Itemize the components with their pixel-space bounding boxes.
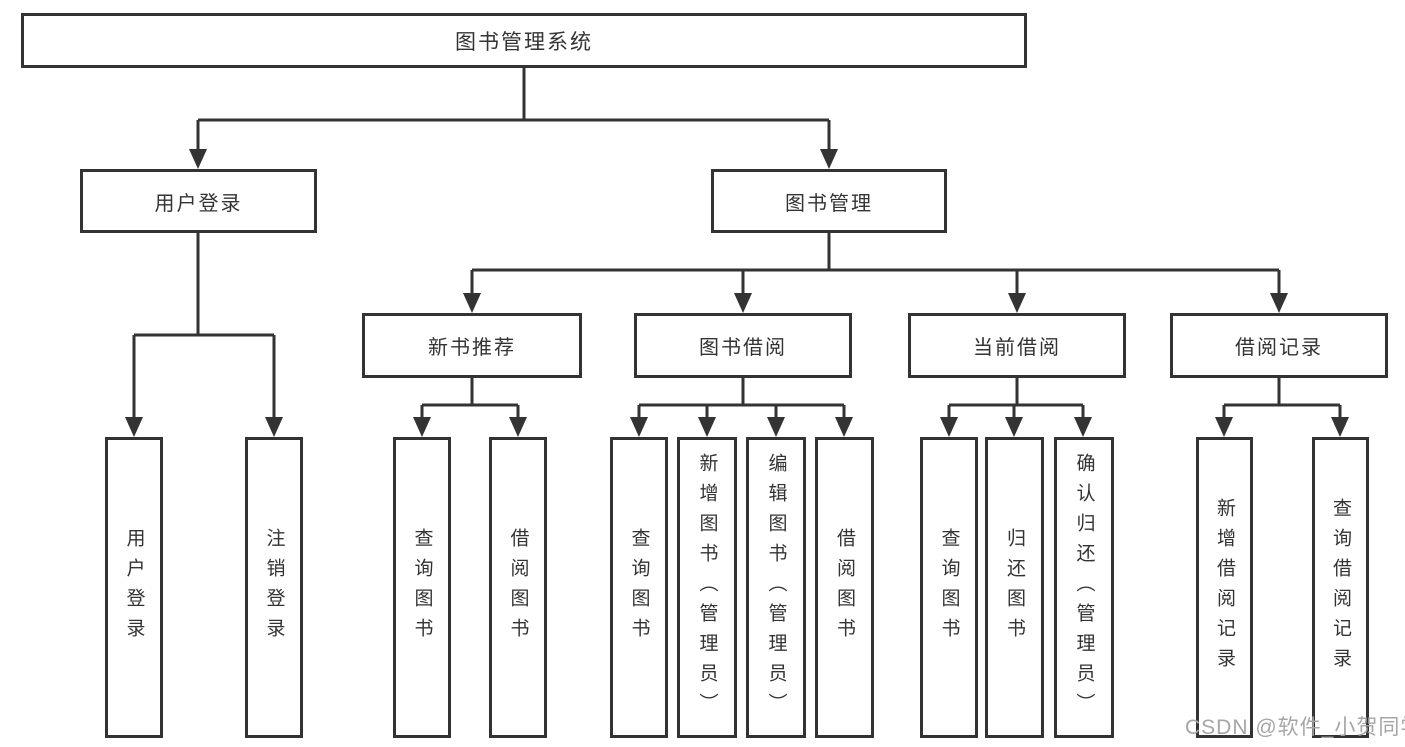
node-user-login-label: 用户登录: [154, 192, 243, 215]
connector-borrow-records: [1222, 378, 1342, 418]
leaf-add-book-admin: 新增图书（管理员）: [677, 437, 737, 738]
node-new-book-recommend: 新书推荐: [362, 313, 582, 378]
node-borrow-records-label: 借阅记录: [1235, 337, 1323, 359]
node-book-management: 图书管理: [711, 169, 947, 233]
leaf-return-book-label: 归还图书: [1004, 527, 1025, 648]
arrowhead: [265, 417, 283, 437]
leaf-logout-label: 注销登录: [263, 527, 285, 648]
arrowhead: [820, 149, 838, 169]
leaf-recommend-borrow-book-label: 借阅图书: [507, 527, 529, 648]
connector-user-login: [132, 233, 276, 418]
arrowhead: [940, 417, 958, 437]
leaf-confirm-return-admin-label: 确认归还（管理员）: [1073, 452, 1095, 723]
leaf-borrow-query-book-label: 查询图书: [628, 527, 650, 648]
connector-book-borrow: [637, 378, 846, 418]
leaf-recommend-borrow-book: 借阅图书: [489, 437, 547, 738]
arrowhead: [1331, 417, 1349, 437]
leaf-query-borrow-record: 查询借阅记录: [1312, 437, 1369, 738]
leaf-add-book-admin-label: 新增图书（管理员）: [696, 452, 718, 723]
connector-book-management: [470, 233, 1281, 294]
arrowhead: [734, 293, 752, 313]
leaf-add-borrow-record: 新增借阅记录: [1196, 437, 1253, 738]
leaf-borrow-book-label: 借阅图书: [834, 527, 855, 648]
node-current-borrow-label: 当前借阅: [973, 337, 1061, 359]
leaf-user-login: 用户登录: [105, 437, 163, 738]
leaf-current-query-book-label: 查询图书: [938, 527, 960, 648]
leaf-query-borrow-record-label: 查询借阅记录: [1330, 497, 1351, 678]
leaf-recommend-query-book: 查询图书: [393, 437, 451, 738]
node-book-management-label: 图书管理: [785, 192, 873, 215]
arrowhead: [1215, 417, 1233, 437]
node-root-system: 图书管理系统: [21, 13, 1027, 68]
node-new-book-recommend-label: 新书推荐: [428, 337, 516, 359]
arrowhead: [698, 417, 716, 437]
arrowhead: [463, 293, 481, 313]
arrowhead: [509, 417, 527, 437]
arrowhead: [1005, 417, 1023, 437]
leaf-add-borrow-record-label: 新增借阅记录: [1214, 497, 1235, 678]
arrowhead: [835, 417, 853, 437]
arrowhead: [1270, 293, 1288, 313]
leaf-recommend-query-book-label: 查询图书: [411, 527, 433, 648]
node-book-borrow: 图书借阅: [634, 313, 852, 378]
connector-root: [196, 68, 831, 150]
arrowhead: [125, 417, 143, 437]
leaf-confirm-return-admin: 确认归还（管理员）: [1054, 437, 1114, 738]
leaf-edit-book-admin-label: 编辑图书（管理员）: [765, 452, 787, 723]
csdn-watermark: CSDN @软件_小贺同学: [1185, 716, 1405, 739]
leaf-return-book: 归还图书: [985, 437, 1044, 738]
leaf-borrow-query-book: 查询图书: [610, 437, 668, 738]
arrowhead: [413, 417, 431, 437]
arrowhead: [1074, 417, 1092, 437]
leaf-logout: 注销登录: [245, 437, 303, 738]
leaf-current-query-book: 查询图书: [920, 437, 978, 738]
node-borrow-records: 借阅记录: [1170, 313, 1388, 378]
leaf-edit-book-admin: 编辑图书（管理员）: [746, 437, 806, 738]
connector-new-book: [420, 378, 520, 418]
node-current-borrow: 当前借阅: [908, 313, 1126, 378]
node-user-login: 用户登录: [80, 169, 317, 233]
arrowhead: [767, 417, 785, 437]
node-root-system-label: 图书管理系统: [455, 30, 593, 54]
arrowhead: [189, 149, 207, 169]
connector-current-borrow: [947, 378, 1085, 418]
arrowhead: [630, 417, 648, 437]
node-book-borrow-label: 图书借阅: [699, 337, 787, 359]
leaf-user-login-label: 用户登录: [123, 527, 145, 648]
arrowhead: [1008, 293, 1026, 313]
leaf-borrow-book: 借阅图书: [815, 437, 874, 738]
